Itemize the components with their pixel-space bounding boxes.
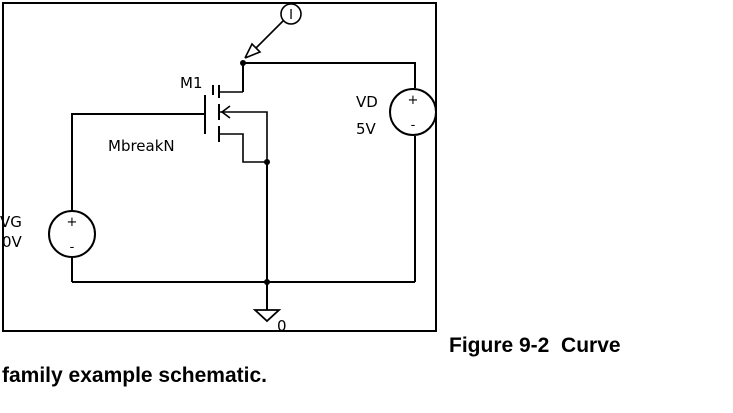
- ground-symbol: [252, 309, 282, 323]
- current-probe-marker: [244, 3, 302, 59]
- vd-value-label: 5V: [356, 120, 377, 138]
- vd-plus-sign: +: [408, 93, 419, 108]
- vd-minus-sign: -: [411, 118, 416, 133]
- ground-node-label: 0: [277, 317, 287, 335]
- current-probe-label: I: [289, 8, 293, 23]
- figure-caption-line2: family example schematic.: [2, 364, 267, 387]
- figure-caption-line1: Figure 9-2 Curve: [449, 334, 621, 357]
- circuit-wires: [71, 62, 416, 310]
- mosfet-model-label: MbreakN: [108, 137, 175, 155]
- schematic-frame: [2, 2, 437, 332]
- vg-source: [48, 210, 96, 258]
- vd-name-label: VD: [356, 93, 378, 111]
- junction-dot: [264, 279, 270, 285]
- mosfet-m1: [204, 63, 268, 163]
- vg-minus-sign: -: [70, 240, 75, 255]
- mosfet-refdes-label: M1: [180, 74, 203, 92]
- vg-name-label: VG: [0, 213, 22, 231]
- vg-plus-sign: +: [67, 215, 78, 230]
- vg-value-label: 0V: [2, 233, 23, 251]
- vd-source: [389, 88, 437, 136]
